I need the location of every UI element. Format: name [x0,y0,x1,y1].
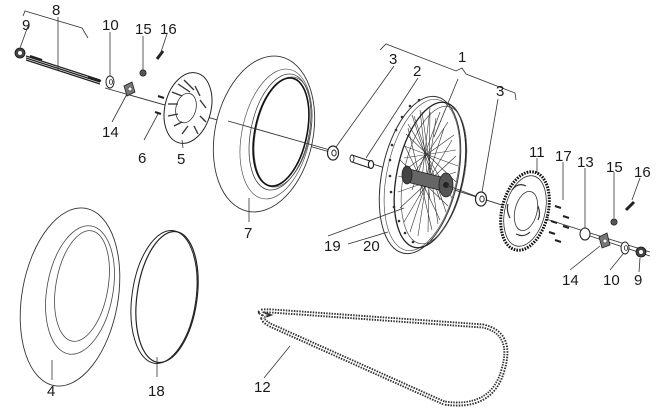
callout-8: 8 [52,2,60,19]
axle-nut-right [635,246,647,258]
sprocket-bolts [548,205,570,243]
chain-adjuster-right [598,232,611,249]
callout-11: 11 [529,144,545,161]
callout-7: 7 [244,225,252,242]
callout-16-left: 16 [160,21,177,38]
nut-right [610,218,618,226]
adjuster-bolt-right [624,200,636,212]
callout-3-right: 3 [496,83,504,100]
callout-15-left: 15 [135,21,152,38]
axle-nut-left [14,47,26,59]
chain-adjuster-left [123,81,136,97]
nut-left [139,69,147,77]
tire [19,207,121,387]
spacer [349,154,375,170]
washer-left [105,75,115,89]
bearing-right [474,191,488,207]
callout-14-right: 14 [562,272,579,289]
callout-4: 4 [47,383,55,400]
tire-mounted [212,55,331,213]
callout-13: 13 [577,154,594,171]
callout-14-left: 14 [102,124,119,141]
spoked-wheel [378,95,479,255]
axle [25,54,102,85]
callout-17: 17 [555,148,572,165]
bracket-axle [22,10,89,70]
sprocket [499,170,551,252]
callout-6: 6 [138,150,146,167]
callout-5: 5 [177,151,185,168]
callout-15-right: 15 [606,159,623,176]
bracket-wheel-assembly [379,43,517,138]
callout-9-right: 9 [634,272,642,289]
brake-disc [163,72,213,144]
callout-3-left: 3 [389,51,397,68]
callout-2: 2 [413,63,421,80]
callout-16-right: 16 [634,164,651,181]
collar [579,227,591,241]
callout-19: 19 [324,238,341,255]
callout-1: 1 [458,49,466,66]
callout-10-right: 10 [603,272,620,289]
bearing-left [326,145,340,161]
callout-12: 12 [254,379,271,396]
callout-10-left: 10 [102,17,119,34]
callout-18: 18 [148,383,165,400]
callout-20: 20 [363,238,380,255]
callout-9-left: 9 [22,17,30,34]
drive-chain [257,308,509,407]
leader-lines [19,25,641,380]
rim-band [130,230,199,364]
washer-right [620,241,630,255]
